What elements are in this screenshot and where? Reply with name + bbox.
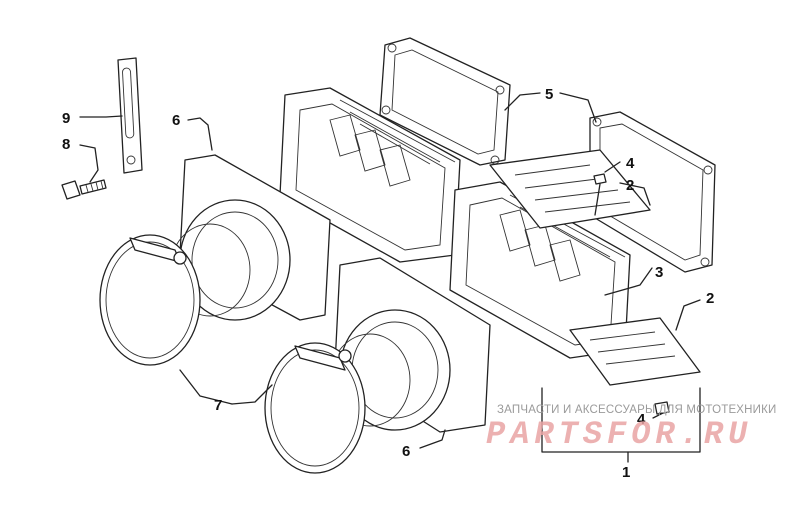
- bracket-plate-part: [117, 57, 143, 174]
- clamp-upper-part: [99, 234, 201, 366]
- callout-3: 3: [655, 264, 663, 281]
- leader-lines: [79, 92, 701, 463]
- callout-4-lower: 4: [637, 411, 646, 428]
- watermark-tagline: ЗАПЧАСТИ И АКСЕССУАРЫ ДЛЯ МОТОТЕХНИКИ: [497, 404, 777, 416]
- callout-6-lower: 6: [402, 443, 410, 460]
- callout-1: 1: [622, 464, 630, 481]
- intake-boot-lower-part: [329, 257, 491, 433]
- callout-4-upper: 4: [626, 155, 635, 172]
- callout-9: 9: [62, 110, 70, 127]
- callout-6-upper: 6: [172, 112, 180, 129]
- screw-lower-part: [654, 401, 670, 415]
- bolt-part: [61, 179, 107, 200]
- reed-petal-upper-part: [489, 149, 651, 229]
- callout-8: 8: [62, 136, 70, 153]
- callout-7: 7: [214, 397, 222, 414]
- reed-petal-lower-part: [569, 317, 701, 386]
- callout-5: 5: [545, 86, 553, 103]
- intake-boot-upper-part: [169, 154, 331, 321]
- callout-2-lower: 2: [706, 290, 714, 307]
- screw-upper-part: [593, 173, 607, 216]
- callout-labels: 9 8 6 5 4 2 3 2 7 6 4 1: [62, 86, 714, 481]
- callout-2-upper: 2: [626, 177, 634, 194]
- gasket-lower-part: [589, 111, 716, 273]
- clamp-lower-part: [264, 342, 366, 474]
- watermark-logo: PARTSFOR.RU: [486, 416, 753, 453]
